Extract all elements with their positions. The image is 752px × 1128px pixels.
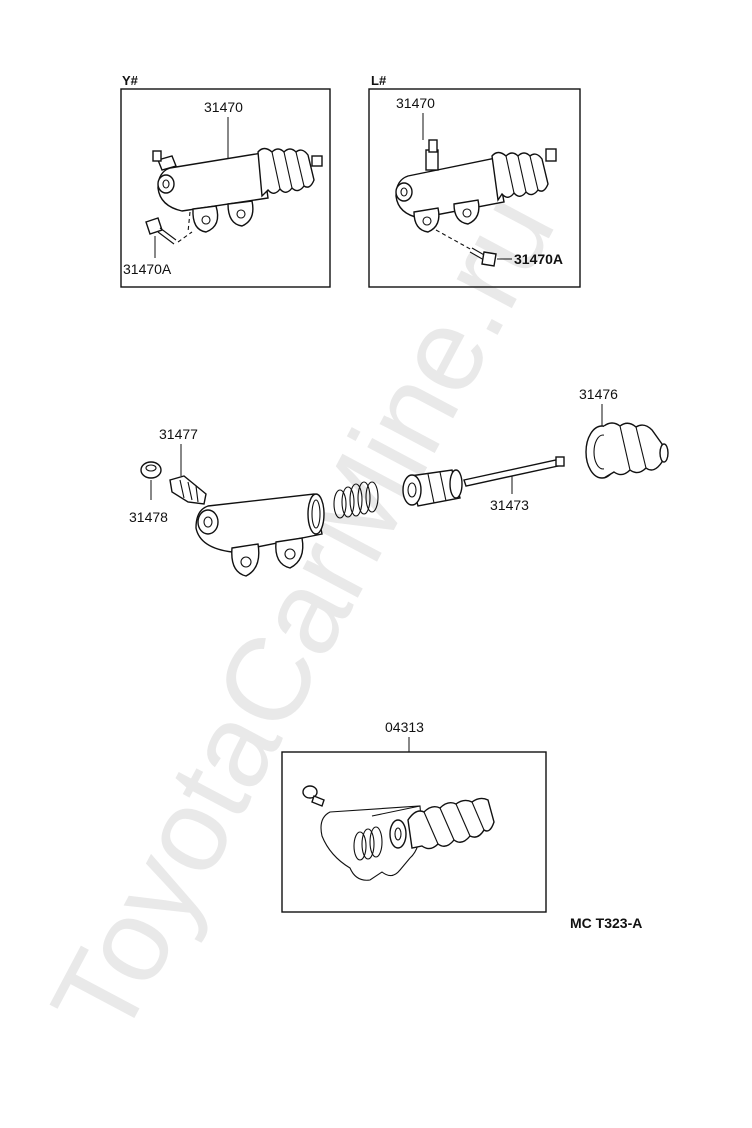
kit-panel: 04313 bbox=[281, 719, 547, 913]
panel-y: Y# 31470 bbox=[120, 73, 331, 288]
panel-l-cylinder-icon bbox=[395, 139, 557, 233]
panel-y-variant-label: Y# bbox=[122, 73, 139, 88]
kit-part-number[interactable]: 04313 bbox=[385, 719, 424, 735]
piston-icon bbox=[402, 469, 463, 507]
panel-y-bolt-icon bbox=[145, 217, 177, 245]
panel-y-frame bbox=[120, 88, 331, 288]
exploded-part-boot[interactable]: 31476 bbox=[579, 386, 618, 402]
watermark: ToyotaCarMine.ru bbox=[26, 173, 580, 1057]
kit-assembly-icon bbox=[302, 785, 495, 881]
figure-code: MC T323-A bbox=[570, 915, 642, 931]
exploded-part-bleeder[interactable]: 31477 bbox=[159, 426, 198, 442]
boot-icon bbox=[585, 422, 669, 479]
panel-l-frame bbox=[368, 88, 581, 288]
pushrod-icon bbox=[463, 456, 565, 487]
bleeder-screw-icon bbox=[169, 475, 207, 505]
exploded-part-pushrod[interactable]: 31473 bbox=[490, 497, 529, 513]
panel-y-part-bolt[interactable]: 31470A bbox=[123, 261, 172, 277]
exploded-view: 31476 31477 31478 bbox=[129, 386, 669, 577]
kit-frame bbox=[281, 751, 547, 913]
panel-l-part-bolt[interactable]: 31470A bbox=[514, 251, 563, 267]
panel-y-cylinder-icon bbox=[152, 147, 323, 233]
cylinder-body-icon bbox=[195, 493, 325, 577]
bleeder-cap-icon bbox=[140, 461, 162, 479]
panel-y-part-cylinder[interactable]: 31470 bbox=[204, 99, 243, 115]
panel-l: L# 31470 31470A bbox=[368, 73, 581, 288]
panel-y-bolt-path bbox=[177, 211, 193, 243]
panel-l-variant-label: L# bbox=[371, 73, 387, 88]
panel-l-bolt-icon bbox=[469, 247, 497, 267]
exploded-part-cap[interactable]: 31478 bbox=[129, 509, 168, 525]
panel-l-part-cylinder[interactable]: 31470 bbox=[396, 95, 435, 111]
spring-icon bbox=[333, 481, 379, 519]
